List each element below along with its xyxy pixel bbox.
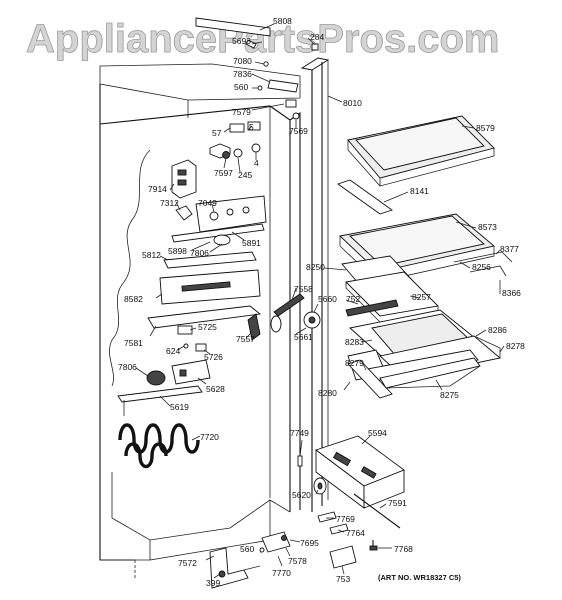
label-7597: 7597 <box>214 168 233 178</box>
label-7764: 7764 <box>346 528 365 538</box>
label-7770: 7770 <box>272 568 291 578</box>
label-5891: 5891 <box>242 238 261 248</box>
label-7720: 7720 <box>200 432 219 442</box>
label-7695: 7695 <box>300 538 319 548</box>
label-8278: 8278 <box>506 341 525 351</box>
label-399: 399 <box>206 578 220 588</box>
heater-coil-7720 <box>118 423 200 469</box>
label-8250: 8250 <box>306 262 325 272</box>
grille-group <box>147 251 262 329</box>
label-7806-low: 7806 <box>118 362 137 372</box>
label-5: 5 <box>249 122 254 132</box>
label-752: 752 <box>346 294 360 304</box>
label-8256: 8256 <box>472 262 491 272</box>
control-housing <box>209 121 261 159</box>
watermark-text: AppliancePartsPros.com <box>26 17 500 61</box>
label-4: 4 <box>254 158 259 168</box>
compartment-5594 <box>315 435 405 509</box>
label-7749: 7749 <box>290 428 309 438</box>
label-8141: 8141 <box>410 186 429 196</box>
label-560-low: 560 <box>240 544 254 554</box>
label-7591: 7591 <box>388 498 407 508</box>
label-7049: 7049 <box>198 198 217 208</box>
label-5725: 5725 <box>198 322 217 332</box>
label-8275: 8275 <box>440 390 459 400</box>
label-8257: 8257 <box>412 292 431 302</box>
label-7569: 7569 <box>289 126 308 136</box>
label-7806-top: 7806 <box>190 248 209 258</box>
label-8280: 8280 <box>318 388 337 398</box>
label-5620: 5620 <box>292 490 311 500</box>
label-8010: 8010 <box>343 98 362 108</box>
rail-8010 <box>300 57 330 512</box>
trim-8141 <box>337 179 393 215</box>
drawer-8275 <box>347 357 481 399</box>
label-8283: 8283 <box>345 337 364 347</box>
shelf-8579 <box>347 115 495 187</box>
bar-5619 <box>117 385 203 416</box>
label-245: 245 <box>238 170 252 180</box>
label-7836: 7836 <box>233 69 252 79</box>
label-7769: 7769 <box>336 514 355 524</box>
cabinet-liner <box>99 63 301 580</box>
label-5594: 5594 <box>368 428 387 438</box>
label-5812: 5812 <box>142 250 161 260</box>
label-284: 284 <box>310 32 324 42</box>
label-7080: 7080 <box>233 56 252 66</box>
thermostat-7914 <box>171 159 197 199</box>
light-housing <box>171 195 267 246</box>
label-57: 57 <box>212 128 222 138</box>
label-5661: 5661 <box>294 332 313 342</box>
label-8286: 8286 <box>488 325 507 335</box>
label-5693: 5693 <box>232 36 251 46</box>
small-clips <box>177 325 207 352</box>
art-number: (ART NO. WR18327 C5) <box>378 573 461 582</box>
shelf-752 <box>345 299 399 317</box>
label-7914: 7914 <box>148 184 167 194</box>
label-7312: 7312 <box>160 198 179 208</box>
label-5808: 5808 <box>273 16 292 26</box>
label-7558: 7558 <box>294 284 313 294</box>
label-5898: 5898 <box>168 246 187 256</box>
label-8573: 8573 <box>478 222 497 232</box>
label-560-top: 560 <box>234 82 248 92</box>
label-753: 753 <box>336 574 350 584</box>
leader-lines <box>135 23 505 579</box>
label-624: 624 <box>166 346 180 356</box>
label-8582: 8582 <box>124 294 143 304</box>
label-5726: 5726 <box>204 352 223 362</box>
label-8579: 8579 <box>476 123 495 133</box>
lower-parts <box>209 455 401 589</box>
label-8366: 8366 <box>502 288 521 298</box>
top-trim-group <box>195 17 319 120</box>
rollers <box>247 293 321 341</box>
label-7579: 7579 <box>232 107 251 117</box>
label-7557: 7557 <box>236 334 255 344</box>
label-8377: 8377 <box>500 244 519 254</box>
knob-bracket <box>146 359 211 386</box>
label-7581: 7581 <box>124 338 143 348</box>
label-5628: 5628 <box>206 384 225 394</box>
label-5619: 5619 <box>170 402 189 412</box>
label-7572: 7572 <box>178 558 197 568</box>
label-5660: 5660 <box>318 294 337 304</box>
label-7578: 7578 <box>288 556 307 566</box>
part-labels: 5808 5693 284 7080 7836 560 7579 8010 75… <box>118 16 525 588</box>
label-8279: 8279 <box>345 358 364 368</box>
label-7768: 7768 <box>394 544 413 554</box>
